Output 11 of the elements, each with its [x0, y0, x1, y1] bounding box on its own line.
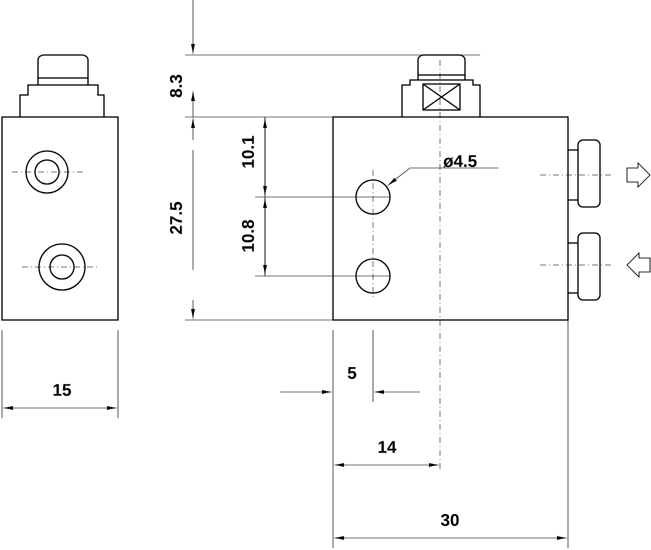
dimension-label: 27.5 — [170, 202, 182, 234]
dimension-label: 15 — [54, 384, 71, 396]
dimension-label: 5 — [348, 367, 356, 379]
dimension-label: 10.8 — [242, 220, 254, 252]
leader-line — [388, 168, 499, 185]
hole — [355, 179, 391, 215]
dimension-label: 14 — [378, 441, 396, 453]
leader-text: ø4.5 — [443, 155, 477, 168]
dimension-label: 8.3 — [170, 74, 182, 98]
dimension-label: 10.1 — [242, 136, 254, 168]
dimension-label: 30 — [440, 514, 459, 526]
